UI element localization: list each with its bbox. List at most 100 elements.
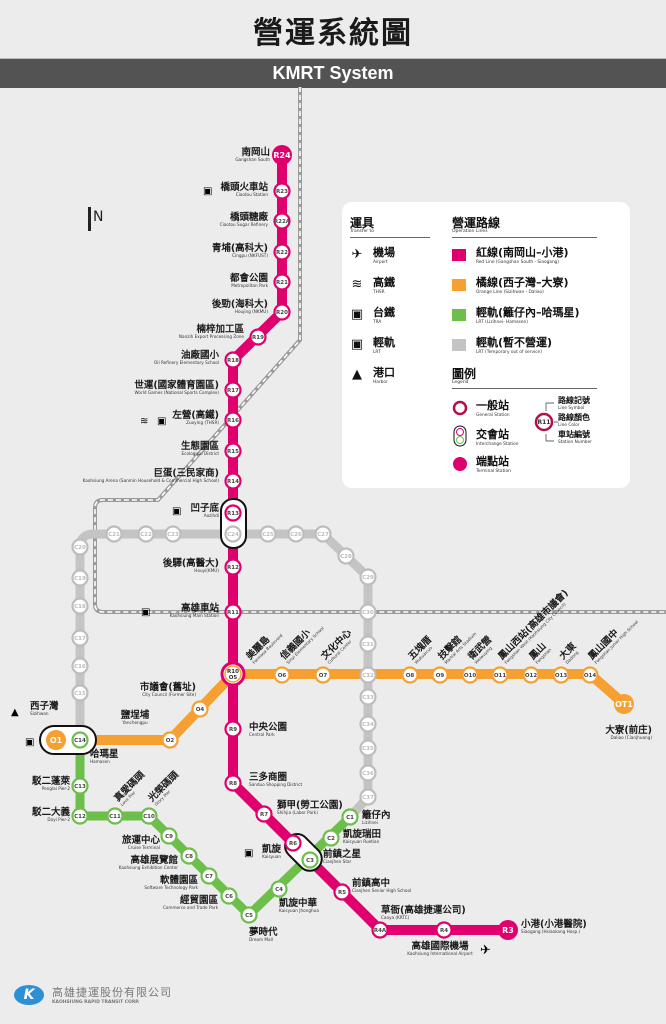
station-name-zh: 南岡山	[241, 146, 270, 158]
station-c30[interactable]: C30	[359, 603, 377, 621]
station-c33[interactable]: C33	[359, 688, 377, 706]
station-c20[interactable]: C20	[71, 538, 89, 556]
station-name-zh: 三多商圈	[249, 771, 287, 783]
station-code: O7	[319, 673, 328, 679]
legend-label: 台鐵	[373, 306, 395, 319]
station-code: C1	[346, 815, 354, 821]
station-c25[interactable]: C25	[259, 525, 277, 543]
station-anatomy-diagram: R11	[534, 402, 558, 442]
station-c23[interactable]: C23	[164, 525, 182, 543]
page-title: 營運系統圖	[253, 16, 413, 51]
station-c15[interactable]: C15	[71, 684, 89, 702]
station-marker	[160, 827, 178, 845]
station-code: C16	[74, 664, 86, 670]
station-label: 後勁(海科大)Houjing (NKMU)	[212, 298, 269, 314]
station-c17[interactable]: C17	[71, 629, 89, 647]
station-c29[interactable]: C29	[359, 568, 377, 586]
station-c35[interactable]: C35	[359, 739, 377, 757]
station-marker	[273, 243, 291, 261]
station-c21[interactable]: C21	[105, 525, 123, 543]
station-c37[interactable]: C37	[359, 788, 377, 806]
station-c31[interactable]: C31	[359, 635, 377, 653]
station-c27[interactable]: C27	[314, 525, 332, 543]
station-code: O8	[406, 673, 415, 679]
legend-label-en: Red Line (Gangshan South - Siaogang)	[476, 260, 560, 265]
station-name-zh: 高雄國際機場	[411, 940, 469, 952]
station-c18[interactable]: C18	[71, 597, 89, 615]
operation-heading: 營運路線	[452, 216, 501, 230]
station-name-zh: 高雄車站	[181, 602, 220, 614]
station-marker	[461, 666, 479, 684]
station-c16[interactable]: C16	[71, 657, 89, 675]
station-code: R22	[276, 250, 288, 256]
station-name-en: Hamasen	[90, 759, 110, 764]
station-code: R8	[229, 781, 237, 787]
station-marker	[273, 666, 291, 684]
station-c28[interactable]: C28	[337, 547, 355, 565]
compass: N	[88, 207, 103, 231]
station-marker	[220, 887, 238, 905]
station-marker	[359, 688, 377, 706]
station-marker	[224, 504, 242, 522]
legend-label-en: THSR	[373, 290, 385, 295]
station-name-zh: 巨蛋(三民家商)	[153, 467, 219, 479]
station-marker	[224, 351, 242, 369]
line-color-swatch	[452, 278, 466, 291]
station-c22[interactable]: C22	[137, 525, 155, 543]
station-c24[interactable]: C24	[224, 525, 242, 543]
station-c36[interactable]: C36	[359, 764, 377, 782]
station-c34[interactable]: C34	[359, 715, 377, 733]
station-marker	[161, 731, 179, 749]
station-c26[interactable]: C26	[287, 525, 305, 543]
station-c19[interactable]: C19	[71, 569, 89, 587]
station-name-en: World Games (National Sports Complex)	[135, 390, 220, 395]
station-c32[interactable]: C32	[359, 666, 377, 684]
